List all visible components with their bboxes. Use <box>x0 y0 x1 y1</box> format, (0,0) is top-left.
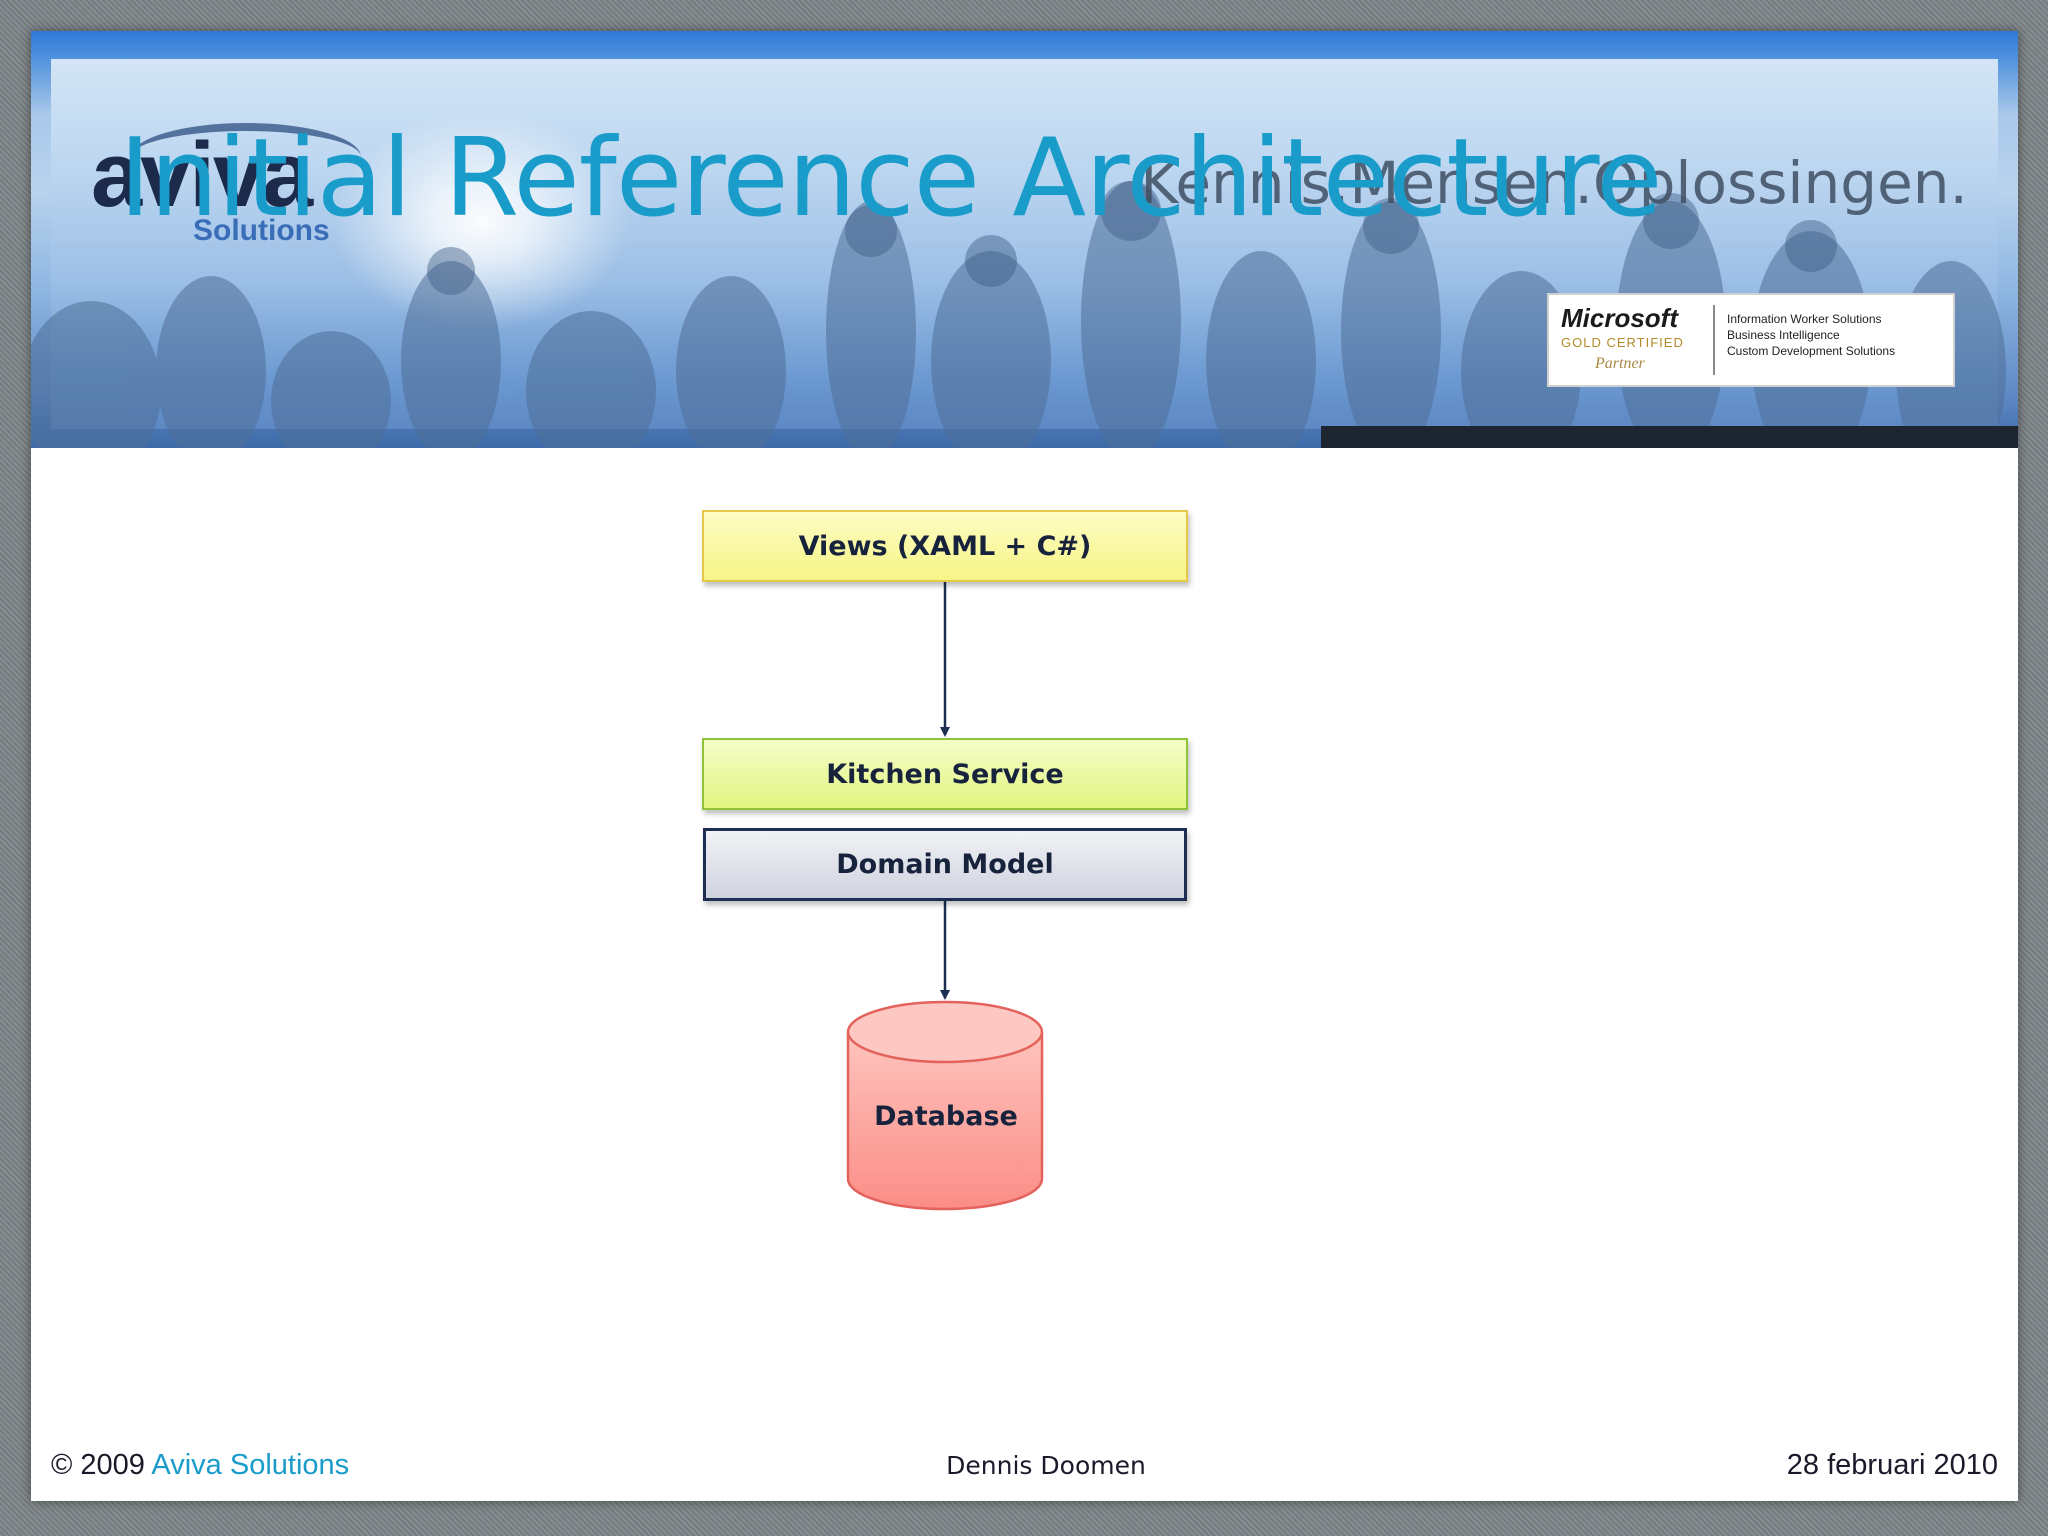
node-kitchen-service: Kitchen Service <box>702 738 1188 810</box>
node-views: Views (XAML + C#) <box>702 510 1188 582</box>
copyright-prefix: © 2009 <box>51 1449 152 1481</box>
company-name: Aviva Solutions <box>151 1449 350 1481</box>
banner-shadow-bar <box>1321 426 2018 448</box>
architecture-diagram <box>846 582 1044 1211</box>
microsoft-partner-badge: Microsoft GOLD CERTIFIED Partner Informa… <box>1547 293 1955 387</box>
company-logo-subtitle: Solutions <box>193 214 330 247</box>
footer-copyright: © 2009 Aviva Solutions <box>51 1449 349 1482</box>
slide-title: Initial Reference Architecture <box>119 116 1663 241</box>
company-logo-text: aviva <box>91 124 313 226</box>
node-domain-model: Domain Model <box>703 828 1187 901</box>
banner-tagline: Kennis.Mensen.Oplossingen. <box>1140 149 1968 217</box>
ms-level: GOLD CERTIFIED <box>1561 335 1684 350</box>
logo-arc <box>131 123 361 191</box>
footer-date: 28 februari 2010 <box>1786 1449 1998 1481</box>
ms-competencies: Information Worker Solutions Business In… <box>1727 311 1895 359</box>
ms-divider <box>1713 305 1715 375</box>
node-database-label: Database <box>874 1101 1018 1132</box>
ms-competency: Information Worker Solutions <box>1727 312 1882 326</box>
database-cylinder <box>846 1000 1044 1211</box>
ms-partner: Partner <box>1595 355 1645 372</box>
ms-brand: Microsoft <box>1561 303 1678 333</box>
header-banner: aviva Solutions Kennis.Mensen.Oplossinge… <box>31 31 2018 448</box>
ms-competency: Custom Development Solutions <box>1727 344 1896 358</box>
ms-competency: Business Intelligence <box>1727 328 1840 342</box>
footer-author: Dennis Doomen <box>946 1451 1146 1480</box>
slide: aviva Solutions Kennis.Mensen.Oplossinge… <box>31 31 2018 1501</box>
